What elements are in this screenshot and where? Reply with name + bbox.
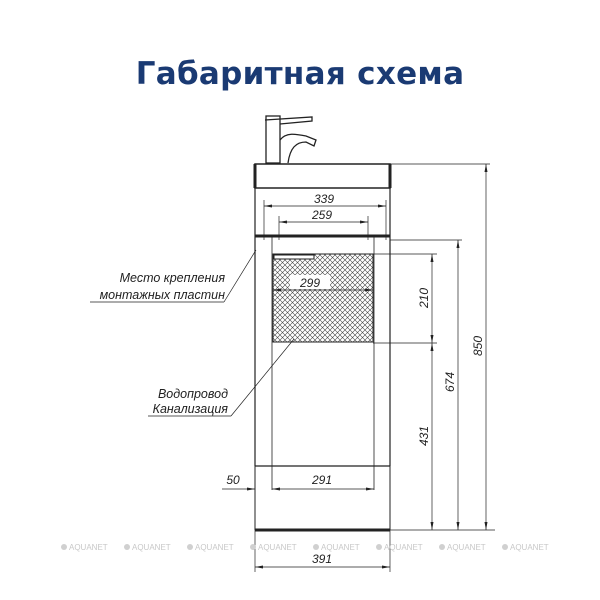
label-mounting-line1: Место крепления [120, 271, 226, 285]
dim-210: 210 [417, 288, 431, 309]
dim-50: 50 [226, 473, 240, 487]
basin-outline [254, 163, 391, 189]
dim-299: 299 [299, 276, 320, 290]
svg-text:AQUANET: AQUANET [321, 543, 360, 552]
svg-text:AQUANET: AQUANET [384, 543, 423, 552]
page-title: Габаритная схема [135, 56, 465, 92]
svg-text:AQUANET: AQUANET [447, 543, 486, 552]
label-mounting-line2: монтажных пластин [100, 288, 226, 302]
label-plumbing-line1: Водопровод [158, 387, 228, 401]
dim-674: 674 [443, 372, 457, 392]
dim-259: 259 [311, 208, 332, 222]
svg-text:AQUANET: AQUANET [258, 543, 297, 552]
dim-431: 431 [417, 426, 431, 446]
svg-text:AQUANET: AQUANET [510, 543, 549, 552]
dim-850: 850 [471, 336, 485, 356]
svg-text:AQUANET: AQUANET [132, 543, 171, 552]
dim-339: 339 [314, 192, 334, 206]
cabinet-outline [254, 188, 391, 532]
label-plumbing-line2: Канализация [153, 402, 229, 416]
svg-text:AQUANET: AQUANET [195, 543, 234, 552]
watermark-row: AQUANET AQUANET AQUANET AQUANET AQUANET … [61, 543, 549, 552]
dim-391: 391 [312, 552, 332, 566]
dim-291: 291 [311, 473, 332, 487]
svg-text:AQUANET: AQUANET [69, 543, 108, 552]
mounting-plate-zone [272, 253, 374, 343]
faucet-icon [264, 115, 317, 164]
